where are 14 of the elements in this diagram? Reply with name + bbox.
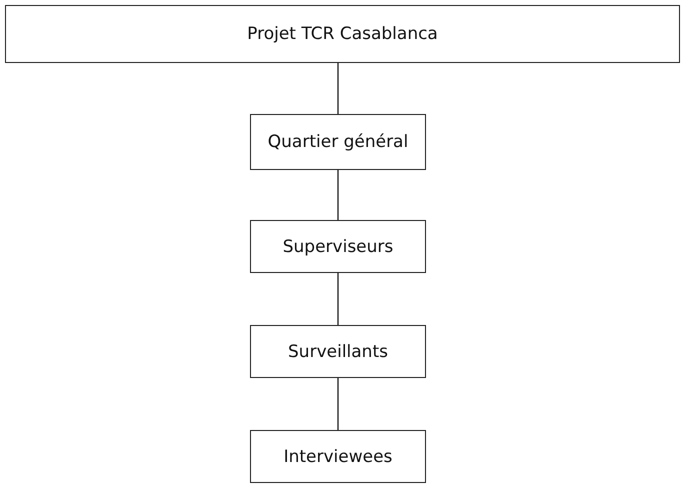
org-box	[250, 220, 426, 273]
org-box	[250, 430, 426, 483]
org-box	[5, 5, 680, 63]
connector-line	[337, 378, 339, 430]
connector-line	[337, 63, 339, 114]
org-box	[250, 325, 426, 378]
box-label: Projet TCR Casablanca	[247, 24, 438, 44]
org-box	[250, 114, 426, 170]
box-label: Superviseurs	[282, 236, 394, 256]
box-label: Interviewees	[284, 446, 392, 466]
box-label: Surveillants	[288, 342, 388, 362]
connector-line	[337, 170, 339, 220]
connector-line	[337, 273, 339, 325]
box-label: Quartier général	[268, 132, 408, 152]
